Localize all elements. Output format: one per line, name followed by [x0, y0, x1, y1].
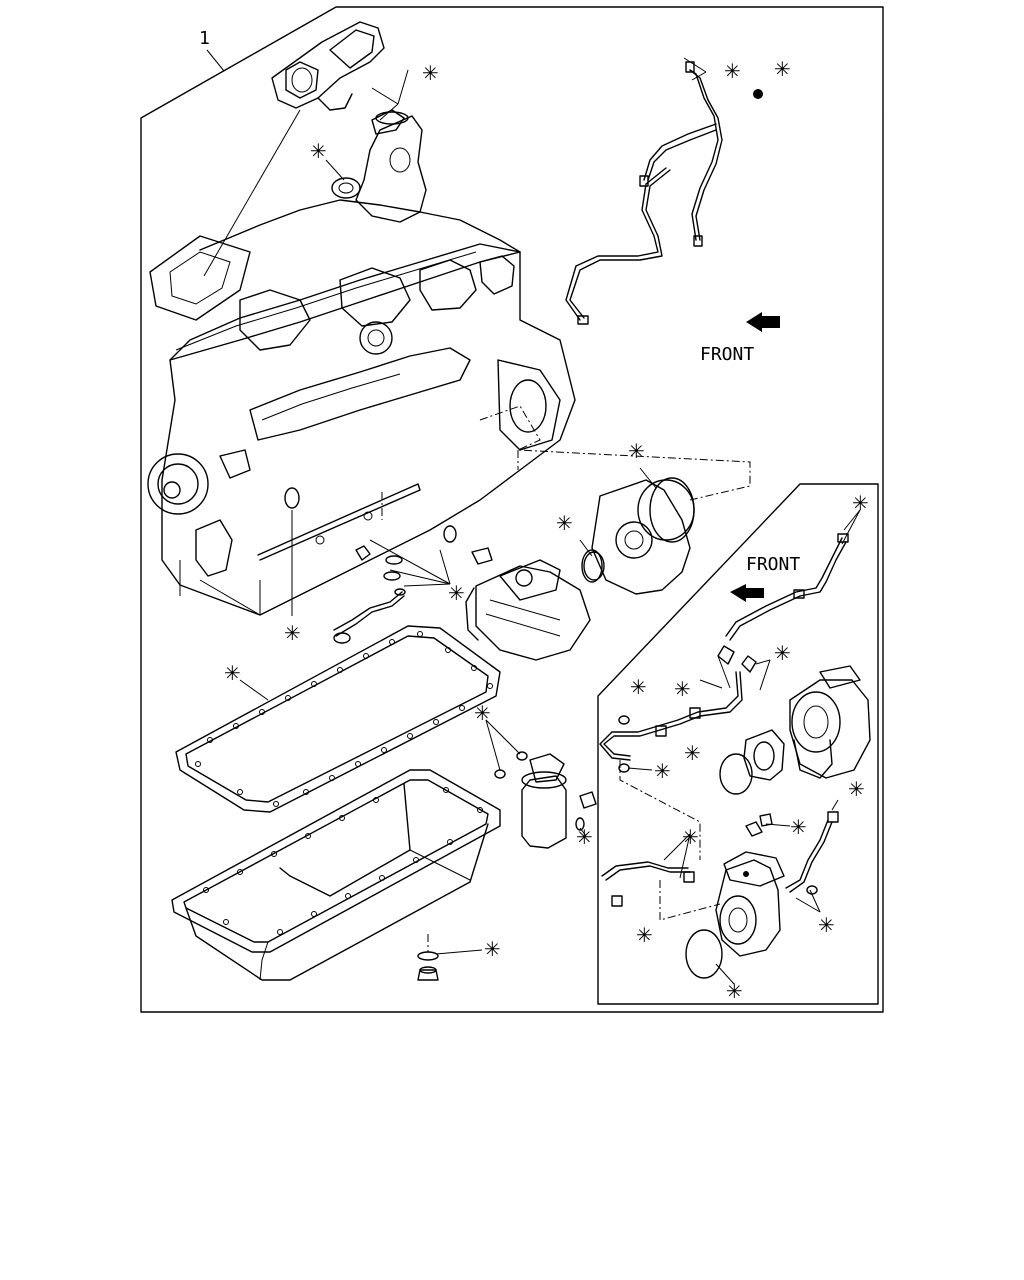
valve-cover-gasket — [149, 109, 301, 321]
asterisk-callout: ✳ — [224, 661, 241, 685]
asterisk-callout: ✳ — [724, 59, 741, 83]
asterisk-callout: ✳ — [284, 621, 301, 645]
asterisk-callout: ✳ — [684, 741, 701, 765]
asterisk-callout: ✳ — [484, 937, 501, 961]
asterisk-callout: ✳ — [682, 825, 699, 849]
turbo-inset-frame — [597, 483, 879, 1005]
asterisk-callout: ✳ — [630, 675, 647, 699]
asterisk-callouts: ✳ ✳ ✳ ✳ ✳ ✳ ✳ ✳ ✳ ✳ ✳ ✳ ✳ ✳ ✳ ✳ ✳ ✳ ✳ ✳ … — [224, 57, 869, 1003]
asterisk-callout: ✳ — [852, 491, 869, 515]
pump-seals — [284, 487, 457, 644]
inset-leader-lines — [627, 509, 861, 985]
intake-assembly — [271, 21, 427, 223]
part-number-callout: 1 — [199, 28, 225, 72]
turbocharger — [719, 665, 871, 795]
asterisk-callout: ✳ — [726, 979, 743, 1003]
engine-block — [147, 199, 576, 616]
asterisk-callout: ✳ — [474, 701, 491, 725]
leader-lines — [239, 57, 707, 955]
asterisk-callout: ✳ — [774, 57, 791, 81]
asterisk-callout: ✳ — [576, 825, 593, 849]
injector-pipes — [565, 61, 763, 325]
asterisk-callout: ✳ — [422, 61, 439, 85]
drain-plug — [417, 934, 439, 981]
front-label-main: FRONT — [700, 344, 754, 365]
asterisk-callout: ✳ — [448, 581, 465, 605]
asterisk-callout: ✳ — [818, 913, 835, 937]
front-label-inset: FRONT — [746, 554, 800, 575]
front-indicator-main: FRONT — [700, 312, 780, 365]
asterisk-callout: ✳ — [774, 641, 791, 665]
outer-frame — [140, 6, 884, 1013]
asterisk-callout: ✳ — [310, 139, 327, 163]
asterisk-callout: ✳ — [674, 677, 691, 701]
front-indicator-inset: FRONT — [730, 554, 800, 602]
pan-flange-holes — [203, 787, 483, 935]
oil-pan-gasket — [175, 625, 501, 813]
asterisk-callout: ✳ — [848, 777, 865, 801]
air-compressor — [601, 811, 839, 979]
asterisk-callout: ✳ — [636, 923, 653, 947]
cover-plate — [581, 477, 695, 595]
asterisk-callout: ✳ — [628, 439, 645, 463]
asterisk-callout: ✳ — [654, 759, 671, 783]
part-number-label: 1 — [199, 28, 210, 49]
oil-pan — [171, 769, 501, 981]
injection-pump — [465, 547, 591, 661]
asterisk-callout: ✳ — [790, 815, 807, 839]
gasket-holes — [195, 631, 493, 807]
asterisk-callout: ✳ — [556, 511, 573, 535]
guide-lines — [381, 405, 751, 921]
